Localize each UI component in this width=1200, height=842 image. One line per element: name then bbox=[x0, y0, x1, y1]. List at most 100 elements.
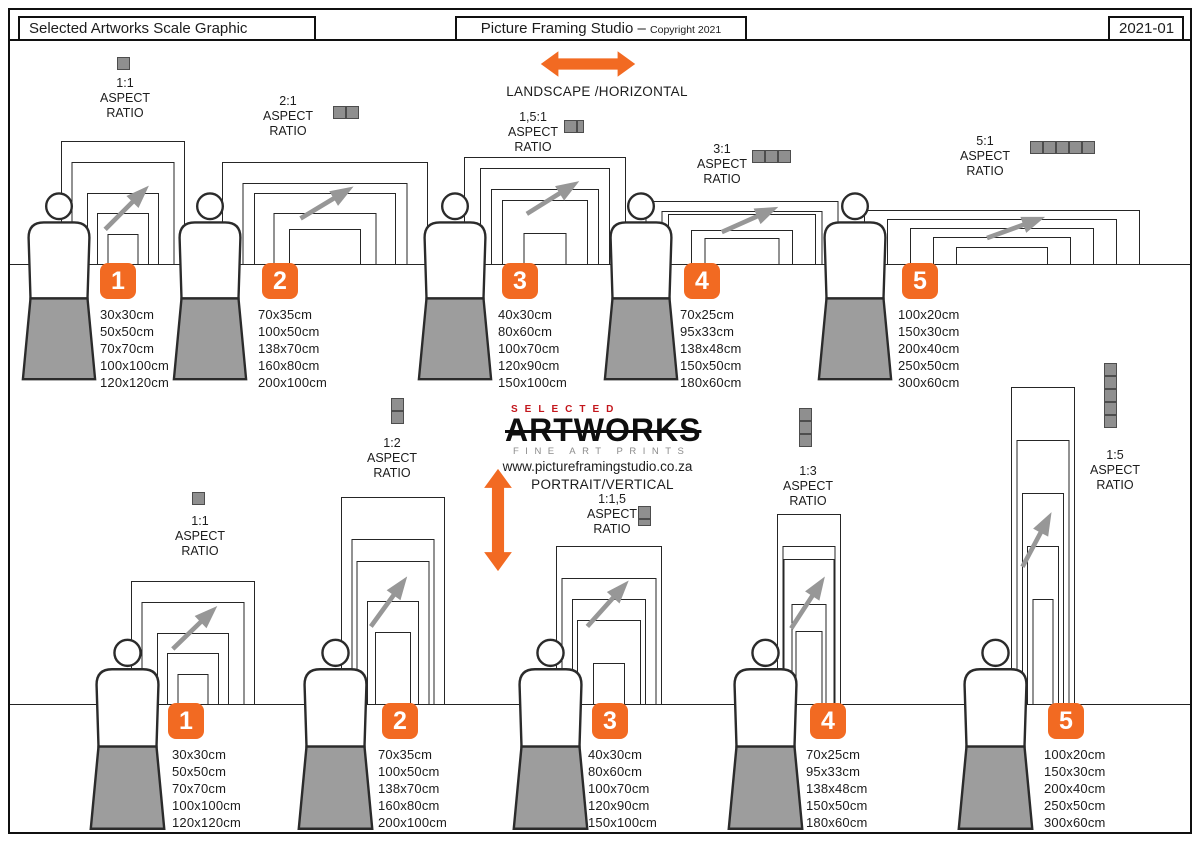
size-item: 50x50cm bbox=[172, 764, 227, 779]
size-item: 180x60cm bbox=[680, 375, 742, 390]
person-figure bbox=[952, 638, 1039, 832]
website-url: www.pictureframingstudio.co.za bbox=[502, 459, 693, 474]
ratio-unit-square bbox=[765, 150, 778, 163]
ratio-unit-square bbox=[1056, 141, 1069, 154]
size-item: 100x70cm bbox=[498, 341, 560, 356]
size-item: 120x120cm bbox=[172, 815, 242, 830]
frame-rectangle bbox=[1032, 599, 1054, 705]
size-item: 100x20cm bbox=[898, 307, 960, 322]
aspect-ratio-icon bbox=[1030, 141, 1095, 154]
aspect-ratio-icon bbox=[117, 57, 130, 70]
size-item: 70x35cm bbox=[378, 747, 433, 762]
ratio-unit-square bbox=[391, 398, 404, 411]
size-item: 138x48cm bbox=[680, 341, 742, 356]
size-item: 70x25cm bbox=[680, 307, 735, 322]
size-item: 100x100cm bbox=[100, 358, 170, 373]
frame-rectangle bbox=[704, 238, 779, 265]
size-item: 200x40cm bbox=[1044, 781, 1106, 796]
ratio-unit-square bbox=[1104, 415, 1117, 428]
size-item: 160x80cm bbox=[258, 358, 320, 373]
size-item: 150x30cm bbox=[1044, 764, 1106, 779]
nested-frames bbox=[864, 210, 1140, 265]
frame-rectangle bbox=[107, 234, 139, 265]
size-item: 30x30cm bbox=[172, 747, 227, 762]
size-item: 80x60cm bbox=[498, 324, 553, 339]
size-item: 160x80cm bbox=[378, 798, 440, 813]
ratio-unit-square bbox=[752, 150, 765, 163]
size-item: 80x60cm bbox=[588, 764, 643, 779]
size-list: 40x30cm 80x60cm 100x70cm 120x90cm 150x10… bbox=[498, 306, 567, 391]
size-list: 70x35cm 100x50cm 138x70cm 160x80cm 200x1… bbox=[378, 746, 447, 831]
aspect-ratio-icon bbox=[638, 506, 651, 526]
size-item: 200x100cm bbox=[258, 375, 328, 390]
aspect-ratio-icon bbox=[564, 120, 584, 133]
person-figure bbox=[16, 192, 102, 382]
size-item: 300x60cm bbox=[1044, 815, 1106, 830]
page-title: Selected Artworks Scale Graphic bbox=[18, 16, 316, 41]
size-item: 95x33cm bbox=[806, 764, 861, 779]
ratio-half-square bbox=[638, 519, 651, 526]
logo-selected-text: SELECTED bbox=[511, 404, 621, 415]
brand-logo: SELECTED ARTWORKS FINE ART PRINTS bbox=[505, 404, 700, 457]
ratio-unit-square bbox=[1104, 389, 1117, 402]
ratio-half-square bbox=[577, 120, 584, 133]
nested-frames bbox=[1011, 387, 1075, 705]
frame-rectangle bbox=[177, 674, 209, 705]
size-item: 70x70cm bbox=[100, 341, 155, 356]
ratio-unit-square bbox=[1104, 402, 1117, 415]
studio-title: Picture Framing Studio – Copyright 2021 bbox=[455, 16, 747, 41]
person-figure bbox=[598, 192, 684, 382]
size-item: 120x90cm bbox=[588, 798, 650, 813]
size-item: 120x120cm bbox=[100, 375, 170, 390]
ratio-unit-square bbox=[799, 408, 812, 421]
size-item: 100x100cm bbox=[172, 798, 242, 813]
ratio-unit-square bbox=[1030, 141, 1043, 154]
size-list: 30x30cm 50x50cm 70x70cm 100x100cm 120x12… bbox=[100, 306, 169, 391]
size-item: 300x60cm bbox=[898, 375, 960, 390]
size-item: 70x35cm bbox=[258, 307, 313, 322]
number-badge: 3 bbox=[592, 703, 628, 739]
portrait-section-label: PORTRAIT/VERTICAL bbox=[531, 477, 674, 492]
number-badge: 1 bbox=[168, 703, 204, 739]
ratio-unit-square bbox=[192, 492, 205, 505]
size-item: 40x30cm bbox=[588, 747, 643, 762]
aspect-ratio-icon bbox=[1104, 363, 1117, 428]
landscape-direction-arrow-icon bbox=[540, 50, 636, 78]
size-list: 30x30cm 50x50cm 70x70cm 100x100cm 120x12… bbox=[172, 746, 241, 831]
ratio-unit-square bbox=[1082, 141, 1095, 154]
person-figure bbox=[292, 638, 379, 832]
size-item: 138x48cm bbox=[806, 781, 868, 796]
size-item: 150x100cm bbox=[588, 815, 658, 830]
frame-rectangle bbox=[795, 631, 823, 705]
number-badge: 4 bbox=[810, 703, 846, 739]
size-item: 120x90cm bbox=[498, 358, 560, 373]
size-item: 100x70cm bbox=[588, 781, 650, 796]
size-item: 250x50cm bbox=[1044, 798, 1106, 813]
size-list: 70x25cm 95x33cm 138x48cm 150x50cm 180x60… bbox=[680, 306, 742, 391]
frame-rectangle bbox=[289, 229, 361, 265]
size-list: 70x25cm 95x33cm 138x48cm 150x50cm 180x60… bbox=[806, 746, 868, 831]
nested-frames bbox=[645, 201, 838, 265]
size-item: 100x50cm bbox=[258, 324, 320, 339]
size-item: 30x30cm bbox=[100, 307, 155, 322]
ratio-unit-square bbox=[346, 106, 359, 119]
number-badge: 5 bbox=[902, 263, 938, 299]
size-item: 50x50cm bbox=[100, 324, 155, 339]
ratio-unit-square bbox=[1104, 363, 1117, 376]
ratio-unit-square bbox=[1043, 141, 1056, 154]
number-badge: 3 bbox=[502, 263, 538, 299]
ratio-unit-square bbox=[564, 120, 577, 133]
size-list: 70x35cm 100x50cm 138x70cm 160x80cm 200x1… bbox=[258, 306, 327, 391]
person-figure bbox=[84, 638, 171, 832]
number-badge: 4 bbox=[684, 263, 720, 299]
size-item: 100x20cm bbox=[1044, 747, 1106, 762]
frame-rectangle bbox=[956, 247, 1048, 265]
number-badge: 1 bbox=[100, 263, 136, 299]
